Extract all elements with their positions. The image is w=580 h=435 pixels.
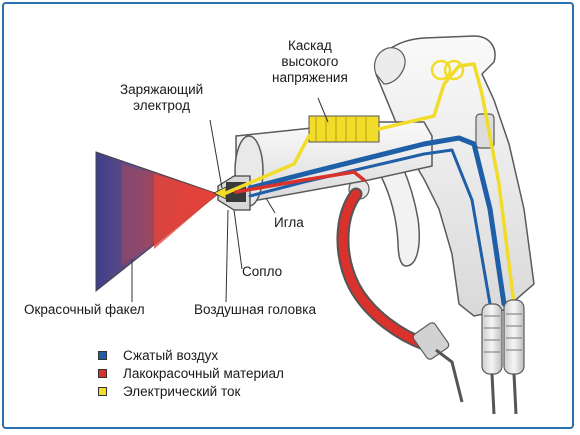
legend-item-air: Сжатый воздух [98, 348, 218, 363]
legend-label-current: Электрический ток [123, 384, 241, 399]
leader-lines [131, 97, 329, 303]
high-voltage-cascade [308, 115, 380, 143]
legend-swatch-paint [98, 369, 107, 378]
legend-item-current: Электрический ток [98, 384, 240, 399]
label-electrode: Заряжающий электрод [120, 82, 204, 113]
spray-gun-illustration [95, 35, 535, 415]
legend-item-paint: Лакокрасочный материал [98, 366, 284, 381]
paint-hose [336, 187, 464, 403]
legend-label-air: Сжатый воздух [123, 348, 219, 363]
air-cap-nozzle [213, 175, 251, 211]
legend-swatch-air [98, 351, 107, 360]
label-needle: Игла [274, 215, 304, 230]
diagram-frame: Каскад высокого напряжения Заряжающий эл… [2, 2, 574, 429]
label-spray-plume: Окрасочный факел [24, 302, 145, 317]
current-channel [224, 59, 516, 306]
paint-channel [234, 170, 366, 194]
label-cascade: Каскад высокого напряжения [272, 38, 348, 85]
legend-label-paint: Лакокрасочный материал [123, 366, 284, 381]
label-air-cap: Воздушная головка [194, 302, 316, 317]
supply-hoses [481, 299, 525, 415]
air-channel [247, 135, 507, 307]
legend-swatch-current [98, 387, 107, 396]
label-nozzle: Сопло [242, 264, 283, 279]
spray-plume [95, 151, 220, 293]
